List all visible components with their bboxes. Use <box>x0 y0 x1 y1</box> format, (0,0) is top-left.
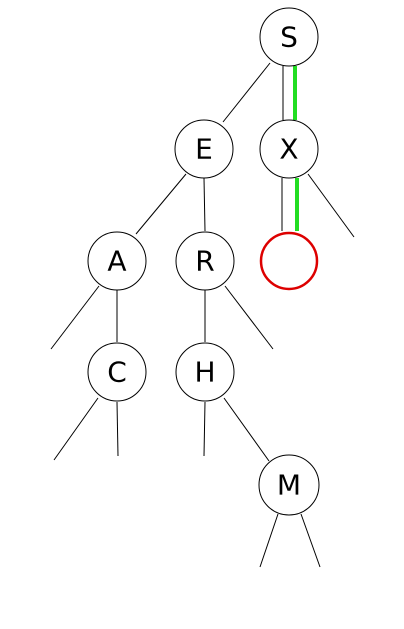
node-s-circle <box>259 7 319 67</box>
edge-h-null-left <box>203 401 206 457</box>
node-m-label: M <box>277 469 301 502</box>
node-m: M <box>258 454 320 516</box>
node-x-circle <box>259 119 319 179</box>
node-r-label: R <box>195 245 214 278</box>
edge-m-null-left <box>259 513 279 568</box>
edge-e-a <box>135 173 187 235</box>
node-e: E <box>174 119 234 179</box>
node-a-circle <box>87 231 147 291</box>
node-m-circle <box>258 454 320 516</box>
edge-x-null-right <box>307 173 355 238</box>
edge-e-r <box>203 177 206 232</box>
edge-c-null-right <box>116 401 119 457</box>
edge-a-null-left <box>50 285 100 350</box>
node-x: X <box>259 119 319 179</box>
node-c-label: C <box>107 356 127 389</box>
node-x-label: X <box>279 133 298 166</box>
node-a: A <box>87 231 147 291</box>
node-e-circle <box>174 119 234 179</box>
node-h-label: H <box>194 356 215 389</box>
node-a-label: A <box>107 245 126 278</box>
node-e-label: E <box>195 133 213 166</box>
edge-h-m <box>223 397 270 462</box>
node-s-label: S <box>280 21 298 54</box>
edge-s-e <box>222 62 271 123</box>
node-s: S <box>259 7 319 67</box>
edge-m-null-right <box>300 513 321 568</box>
node-h-circle <box>175 342 235 402</box>
node-h: H <box>175 342 235 402</box>
edge-r-null-right <box>224 285 274 350</box>
node-new <box>259 231 319 291</box>
node-c: C <box>87 342 147 402</box>
node-r-circle <box>175 231 235 291</box>
node-new-circle <box>259 231 319 291</box>
node-c-circle <box>87 342 147 402</box>
edge-c-null-left <box>53 397 99 461</box>
node-r: R <box>175 231 235 291</box>
